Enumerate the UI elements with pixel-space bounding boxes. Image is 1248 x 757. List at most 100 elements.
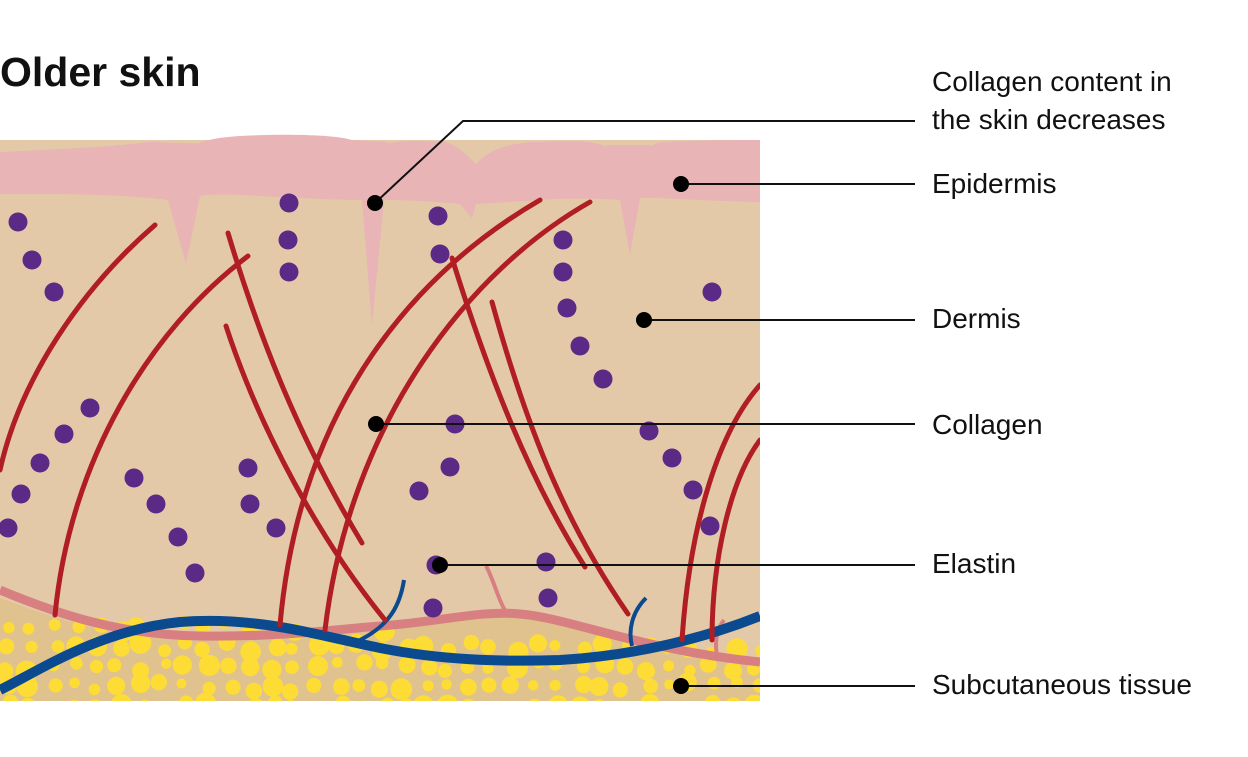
fat-cell xyxy=(240,641,261,662)
fat-cell xyxy=(335,695,351,701)
fat-cell xyxy=(89,699,101,701)
elastin-dot xyxy=(54,424,74,444)
fat-cell xyxy=(616,658,634,675)
fat-cell xyxy=(194,641,210,658)
elastin-dots xyxy=(0,193,722,618)
diagram-title: Older skin xyxy=(0,49,201,95)
fat-cell xyxy=(69,677,80,689)
fat-cell xyxy=(107,676,126,696)
fat-cell xyxy=(529,698,541,701)
elastin-dot xyxy=(553,262,573,282)
elastin-dot xyxy=(124,468,144,488)
elastin-dot xyxy=(683,480,703,500)
elastin-dot xyxy=(0,518,18,538)
elastin-dot xyxy=(185,563,205,583)
elastin-dot xyxy=(538,588,558,608)
elastin-dot xyxy=(168,527,188,547)
label-subcutaneous: Subcutaneous tissue xyxy=(932,669,1192,700)
fat-cell xyxy=(160,705,172,717)
fat-cell xyxy=(113,640,130,657)
fat-cell xyxy=(414,695,433,701)
fat-cell xyxy=(111,694,132,701)
elastin-dot xyxy=(423,598,443,618)
fat-cell xyxy=(704,694,721,701)
elastin-dot xyxy=(557,298,577,318)
fat-cell xyxy=(690,704,700,714)
fat-cell xyxy=(667,702,680,715)
fat-cell xyxy=(179,695,194,701)
fat-cell xyxy=(195,692,216,701)
elastin-dot xyxy=(80,398,100,418)
fat-cell xyxy=(48,678,63,693)
elastin-dot xyxy=(146,494,166,514)
fat-cell xyxy=(592,634,612,654)
elastin-dot xyxy=(702,282,722,302)
fat-cell xyxy=(725,697,741,701)
fat-cell xyxy=(286,699,295,701)
fat-cell xyxy=(306,677,322,693)
fat-cell xyxy=(360,700,366,701)
fat-cell xyxy=(70,657,83,670)
fat-cell xyxy=(501,676,519,694)
fat-cell xyxy=(549,679,561,691)
fat-cell xyxy=(575,675,593,694)
fat-cell xyxy=(528,634,548,653)
fat-cell xyxy=(176,678,187,689)
fat-cell xyxy=(42,705,55,718)
fat-cell xyxy=(482,662,494,674)
fat-cell xyxy=(161,658,172,669)
fat-cell xyxy=(225,679,241,695)
fat-cell xyxy=(249,698,263,701)
fat-cell xyxy=(437,694,458,701)
elastin-dot xyxy=(30,453,50,473)
label-collagen: Collagen xyxy=(932,409,1043,440)
annotation-dermis: Dermis xyxy=(636,303,1021,334)
annotation-collagen: Collagen xyxy=(368,409,1043,440)
fat-cell xyxy=(571,696,589,701)
fat-cell xyxy=(744,694,760,701)
fat-cell xyxy=(89,659,104,674)
fat-cell xyxy=(172,655,192,675)
elastin-dot xyxy=(22,250,42,270)
fat-cell xyxy=(503,701,517,715)
elastin-dot xyxy=(44,282,64,302)
fat-cell xyxy=(220,657,237,674)
fat-cell xyxy=(390,678,413,700)
fat-cell xyxy=(375,656,389,670)
fat-cell xyxy=(25,640,38,654)
elastin-dot xyxy=(662,448,682,468)
fat-cell xyxy=(282,683,299,700)
fat-cell xyxy=(594,699,604,701)
fat-cell xyxy=(755,644,760,658)
fat-cell xyxy=(707,676,721,690)
fat-cell xyxy=(333,678,350,695)
fat-cell xyxy=(422,680,434,692)
elastin-dot xyxy=(593,369,613,389)
fat-cell xyxy=(262,659,282,680)
fat-cell xyxy=(22,622,35,635)
label-elastin: Elastin xyxy=(932,548,1016,579)
elastin-dot xyxy=(279,262,299,282)
fat-cell xyxy=(577,641,593,656)
elastin-dot xyxy=(553,230,573,250)
elastin-dot xyxy=(409,481,429,501)
label-collagen-content-line1: Collagen content in xyxy=(932,66,1172,97)
fat-cell xyxy=(216,702,234,720)
fat-cell xyxy=(441,679,452,690)
fat-cell xyxy=(241,657,260,677)
fat-cell xyxy=(437,663,452,679)
fat-cell xyxy=(400,698,412,701)
elastin-dot xyxy=(238,458,258,478)
fat-cell xyxy=(527,680,539,691)
fat-cell xyxy=(0,662,14,680)
fat-cell xyxy=(268,638,287,657)
fat-cell xyxy=(0,638,15,655)
elastin-dot xyxy=(440,457,460,477)
fat-cell xyxy=(463,634,480,651)
fat-cell xyxy=(724,661,742,680)
fat-cell xyxy=(622,704,633,715)
fat-cell xyxy=(485,701,505,721)
fat-cell xyxy=(462,698,474,701)
collagen-fibers xyxy=(0,197,760,643)
